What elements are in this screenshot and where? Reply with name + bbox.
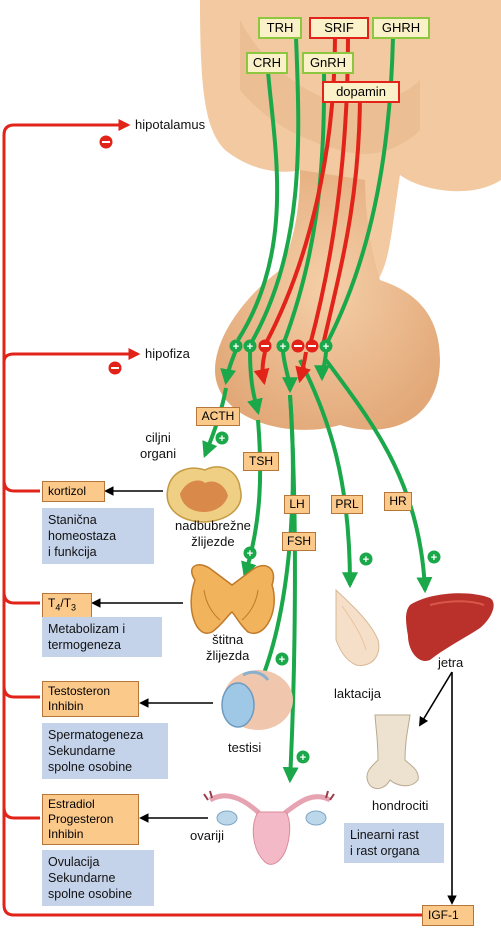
liver-illustration bbox=[406, 593, 494, 661]
svg-text:+: + bbox=[300, 752, 306, 764]
pathway-nodes: + + + + bbox=[229, 339, 333, 353]
product-arrows bbox=[91, 486, 457, 905]
hormone-box-hr: HR bbox=[384, 492, 412, 511]
svg-text:+: + bbox=[363, 554, 369, 566]
effect-box-spermatogenesis: Spermatogeneza Sekundarne spolne osobine bbox=[42, 723, 168, 779]
hormone-box-acth: ACTH bbox=[196, 407, 240, 426]
label-target-organs: ciljni organi bbox=[140, 430, 177, 461]
pituitary-gland bbox=[215, 170, 440, 430]
svg-text:+: + bbox=[431, 552, 437, 564]
label-ovaries: ovariji bbox=[190, 828, 224, 843]
effect-box-linear-growth: Linearni rast i rast organa bbox=[344, 823, 444, 863]
hormone-box-srif: SRIF bbox=[309, 17, 369, 39]
hormone-box-fsh: FSH bbox=[282, 532, 316, 551]
hormone-box-lh: LH bbox=[284, 495, 310, 514]
label-lactation: laktacija bbox=[334, 686, 381, 701]
label-hipotalamus: hipotalamus bbox=[135, 117, 206, 132]
svg-text:+: + bbox=[247, 548, 253, 560]
product-t4-t3-text: T4/T3 bbox=[48, 596, 77, 613]
bone-illustration bbox=[366, 714, 419, 789]
svg-text:+: + bbox=[219, 433, 225, 445]
hormone-box-dopamin: dopamin bbox=[322, 81, 400, 103]
product-box-testosteron: Testosteron Inhibin bbox=[42, 681, 139, 717]
svg-text:+: + bbox=[323, 341, 329, 353]
effect-box-metabolism: Metabolizam i termogeneza bbox=[42, 617, 162, 657]
label-testes: testisi bbox=[228, 740, 262, 755]
effect-box-cellular-homeostasis: Stanična homeostaza i funkcija bbox=[42, 508, 154, 564]
label-adrenal-glands: nadbubrežne žlijezde bbox=[175, 518, 251, 549]
hormone-box-ghrh: GHRH bbox=[372, 17, 430, 39]
label-hipofiza: hipofiza bbox=[145, 346, 190, 361]
product-box-estradiol: Estradiol Progesteron Inhibin bbox=[42, 794, 139, 845]
mammary-gland-illustration bbox=[335, 588, 380, 666]
hormone-box-trh: TRH bbox=[258, 17, 302, 39]
product-box-kortizol: kortizol bbox=[42, 481, 105, 502]
feedback-minus-nodes bbox=[99, 135, 122, 375]
feedback-loop bbox=[2, 119, 440, 917]
svg-text:+: + bbox=[280, 341, 286, 353]
svg-text:+: + bbox=[279, 654, 285, 666]
thyroid-gland-illustration bbox=[190, 564, 275, 635]
product-box-igf1: IGF-1 bbox=[422, 905, 474, 926]
svg-text:+: + bbox=[233, 341, 239, 353]
adrenal-gland-illustration bbox=[166, 466, 242, 523]
label-liver: jetra bbox=[438, 655, 464, 670]
ovaries-uterus-illustration bbox=[203, 790, 335, 865]
testes-illustration bbox=[221, 670, 293, 730]
label-thyroid-gland: štitna žlijezda bbox=[206, 632, 250, 663]
label-chondrocytes: hondrociti bbox=[372, 798, 429, 813]
svg-text:+: + bbox=[247, 341, 253, 353]
hormone-box-crh: CRH bbox=[246, 52, 288, 74]
effect-box-ovulation: Ovulacija Sekundarne spolne osobine bbox=[42, 850, 154, 906]
product-box-t4-t3: T4/T3 bbox=[42, 593, 92, 619]
hormone-box-prl: PRL bbox=[331, 495, 363, 514]
hormone-box-tsh: TSH bbox=[243, 452, 279, 471]
hormone-box-gnrh: GnRH bbox=[302, 52, 354, 74]
organ-stimulation-nodes: + + + + + + bbox=[215, 431, 441, 764]
